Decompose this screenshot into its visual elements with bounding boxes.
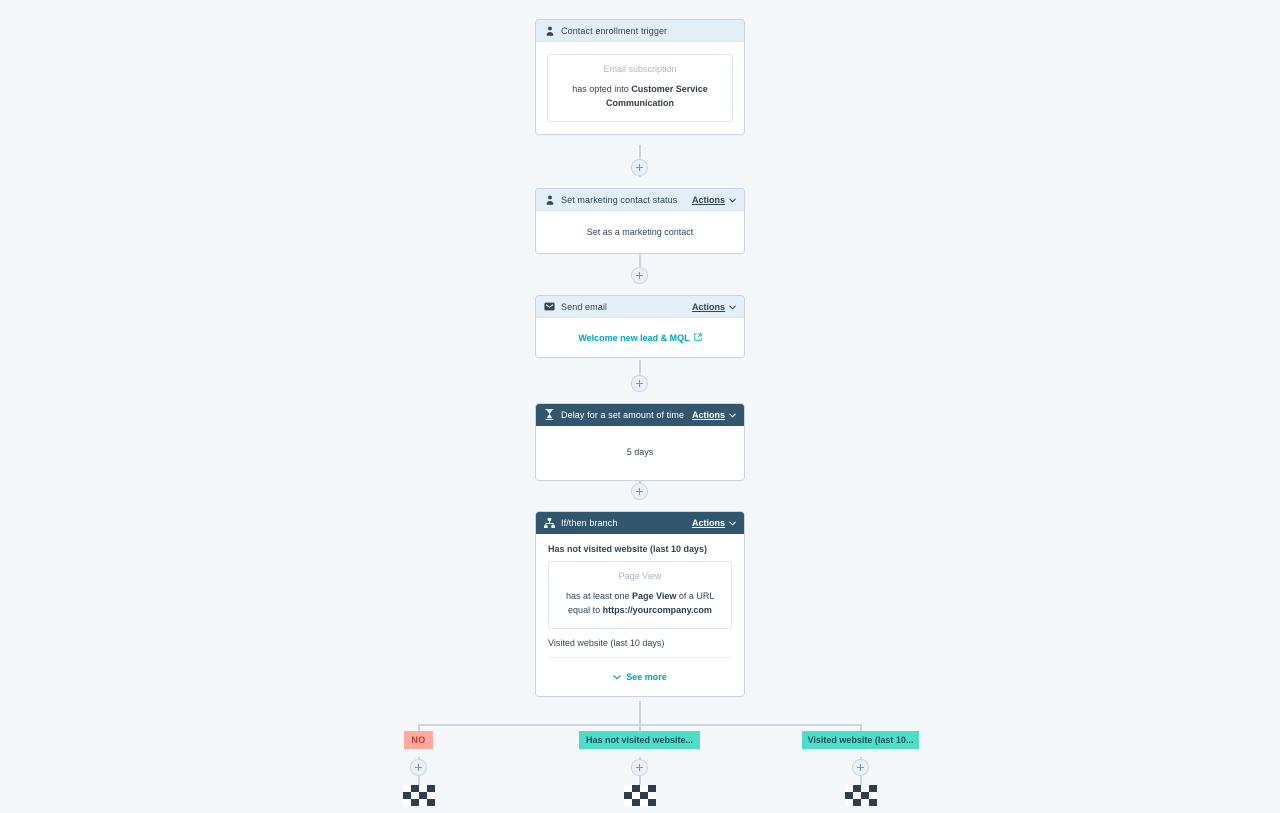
checkered-flag-icon (403, 785, 435, 812)
node-title: Contact enrollment trigger (561, 25, 668, 36)
actions-dropdown[interactable]: Actions (692, 410, 736, 420)
branch-secondary-label: Visited website (last 10 days) (548, 638, 665, 648)
node-title: Set marketing contact status (561, 194, 678, 205)
actions-dropdown[interactable]: Actions (692, 302, 736, 312)
checkered-flag-icon (624, 785, 656, 812)
branch-badge-label: Visited website (last 10... (807, 735, 914, 745)
node-header: Send email Actions (536, 296, 744, 318)
branch-badge-has-not-visited[interactable]: Has not visited website... (579, 731, 700, 749)
connector-line (860, 776, 862, 786)
envelope-icon (544, 301, 555, 312)
add-step-button[interactable] (631, 159, 648, 176)
chevron-down-icon (729, 195, 736, 205)
node-body: Set as a marketing contact (536, 211, 744, 253)
actions-label: Actions (691, 409, 725, 420)
external-link-icon (694, 333, 702, 343)
node-contact-enrollment-trigger[interactable]: Contact enrollment trigger Email subscri… (535, 19, 745, 135)
add-step-button[interactable] (631, 759, 648, 776)
node-header: If/then branch Actions (536, 512, 744, 534)
criteria-label: Page View (618, 571, 662, 581)
see-more-button[interactable]: See more (613, 672, 667, 682)
actions-label: Actions (691, 301, 725, 312)
node-delay[interactable]: Delay for a set amount of time Actions 5… (535, 403, 745, 481)
add-step-button[interactable] (410, 759, 427, 776)
branch-primary-label: Has not visited website (last 10 days) (548, 544, 708, 554)
criteria-box: Email subscription has opted into Custom… (547, 54, 733, 122)
branch-badge-label: Has not visited website... (585, 735, 694, 745)
criteria-prefix: has opted into (572, 84, 632, 94)
contact-icon (544, 25, 555, 36)
email-asset-name: Welcome new lead & MQL (578, 333, 690, 343)
branch-badge-no[interactable]: NO (404, 731, 433, 749)
branch-badge-label: NO (411, 735, 426, 745)
node-body: 5 days (536, 426, 744, 480)
hourglass-icon (544, 409, 555, 420)
criteria-line2-value: https://yourcompany.com (602, 605, 712, 615)
criteria-line2-prefix: equal to (568, 605, 603, 615)
node-if-then-branch[interactable]: If/then branch Actions Has not visited w… (535, 511, 745, 697)
connector-line (639, 701, 641, 733)
node-title: Delay for a set amount of time (561, 409, 685, 420)
branch-connector-horizontal (418, 724, 861, 726)
add-step-button[interactable] (631, 267, 648, 284)
connector-line (639, 776, 641, 786)
branch-icon (544, 517, 555, 528)
criteria-text: has at least one Page View of a URL equa… (559, 589, 721, 617)
add-step-button[interactable] (852, 759, 869, 776)
node-body: Has not visited website (last 10 days) P… (536, 534, 744, 696)
node-body-text: Set as a marketing contact (586, 227, 694, 237)
add-step-button[interactable] (631, 483, 648, 500)
node-body: Welcome new lead & MQL (536, 318, 744, 357)
criteria-text: has opted into Customer Service Communic… (558, 82, 722, 110)
email-asset-link[interactable]: Welcome new lead & MQL (578, 333, 702, 343)
chevron-down-icon (613, 672, 621, 682)
chevron-down-icon (729, 302, 736, 312)
see-more-container: See more (548, 657, 732, 696)
connector-line (418, 776, 420, 786)
contact-icon (544, 194, 555, 205)
node-body: Email subscription has opted into Custom… (536, 42, 744, 134)
criteria-line1-suffix: of a URL (676, 591, 715, 601)
node-header: Delay for a set amount of time Actions (536, 404, 744, 426)
criteria-box: Page View has at least one Page View of … (548, 561, 732, 629)
node-title: Send email (561, 301, 608, 312)
checkered-flag-icon (845, 785, 877, 812)
add-step-button[interactable] (631, 375, 648, 392)
actions-dropdown[interactable]: Actions (692, 518, 736, 528)
chevron-down-icon (729, 410, 736, 420)
node-body-text: 5 days (626, 447, 654, 457)
node-send-email[interactable]: Send email Actions Welcome new lead & MQ… (535, 295, 745, 358)
actions-label: Actions (691, 517, 725, 528)
node-set-marketing-contact-status[interactable]: Set marketing contact status Actions Set… (535, 188, 745, 254)
criteria-line1-prefix: has at least one (565, 591, 632, 601)
node-header: Contact enrollment trigger (536, 20, 744, 42)
branch-badge-visited[interactable]: Visited website (last 10... (802, 731, 919, 749)
criteria-value: Customer Service Communication (605, 84, 708, 108)
actions-label: Actions (691, 194, 725, 205)
node-title: If/then branch (561, 517, 618, 528)
see-more-label: See more (626, 672, 667, 682)
node-header: Set marketing contact status Actions (536, 189, 744, 211)
criteria-label: Email subscription (603, 64, 677, 74)
chevron-down-icon (729, 518, 736, 528)
criteria-line1-value: Page View (632, 591, 677, 601)
actions-dropdown[interactable]: Actions (692, 195, 736, 205)
